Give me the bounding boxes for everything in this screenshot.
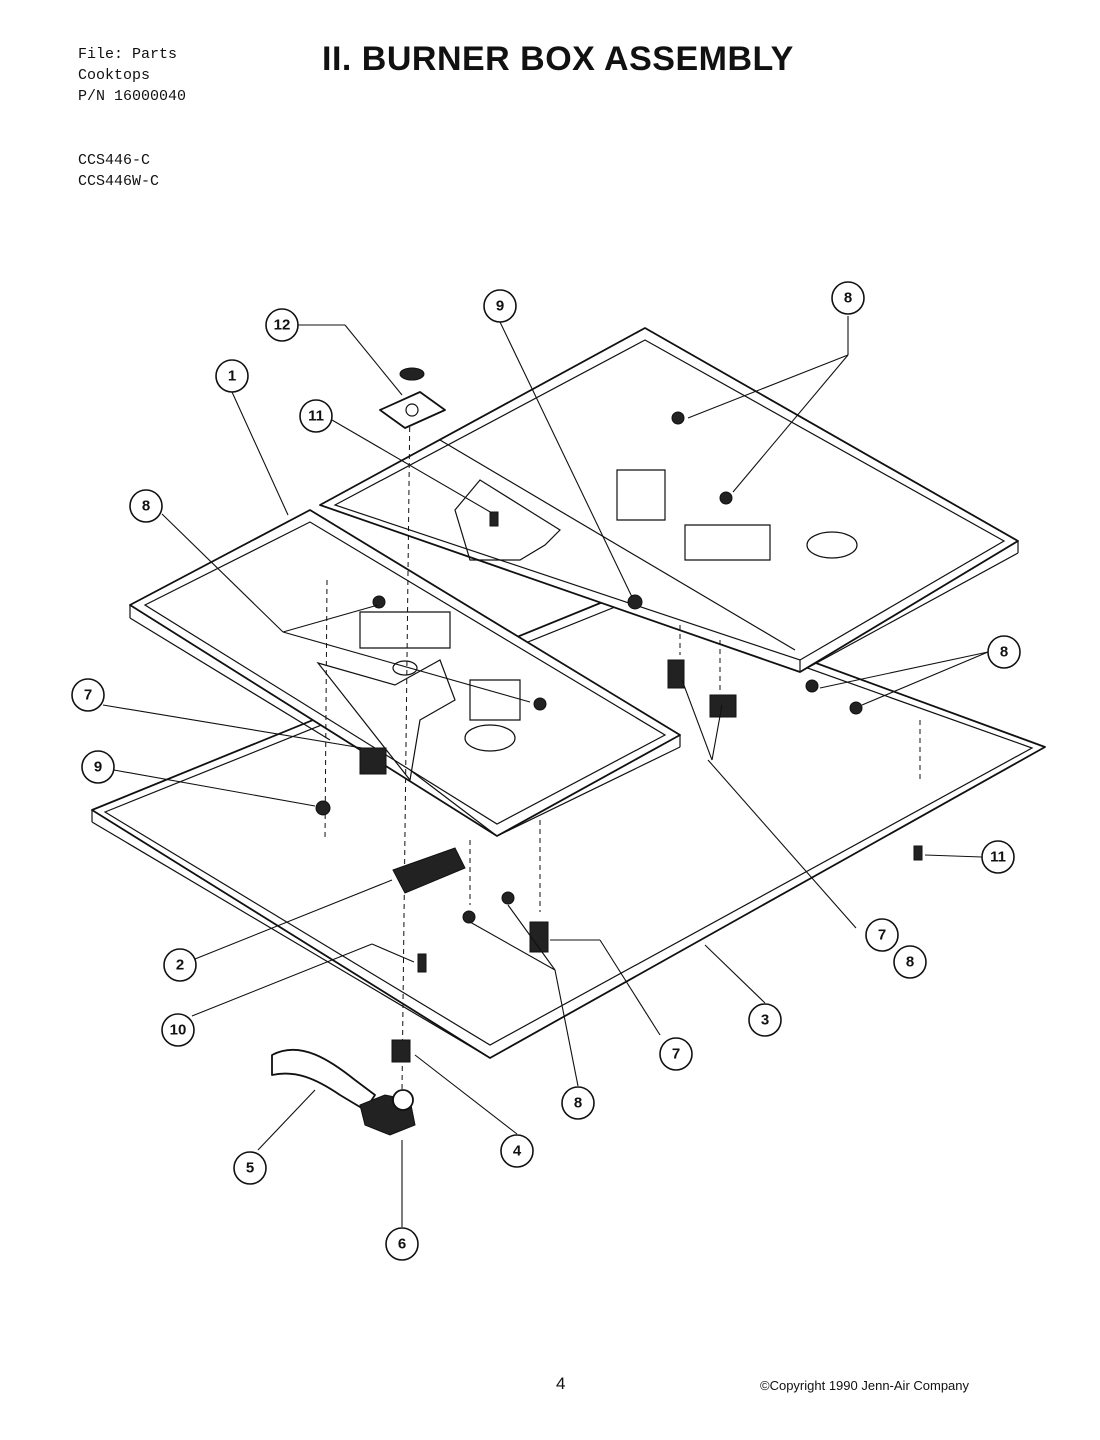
svg-text:8: 8: [844, 290, 852, 307]
model-number: CCS446-C: [78, 152, 151, 169]
svg-text:5: 5: [246, 1160, 254, 1177]
svg-text:8: 8: [574, 1095, 582, 1112]
copyright-notice: ©Copyright 1990 Jenn-Air Company: [760, 1378, 970, 1393]
leader-lines: [102, 316, 989, 1227]
callout-7: 7: [659, 1037, 693, 1071]
svg-text:7: 7: [878, 927, 886, 944]
svg-text:9: 9: [496, 298, 504, 315]
svg-text:7: 7: [84, 687, 92, 704]
svg-text:11: 11: [990, 849, 1006, 866]
nut: [849, 701, 863, 715]
callout-5: 5: [233, 1151, 267, 1185]
file-line: File: Parts: [78, 46, 178, 63]
callout-6: 6: [385, 1227, 419, 1261]
callout-9: 9: [81, 750, 115, 784]
model-number: CCS446W-C: [78, 173, 160, 190]
svg-text:3: 3: [761, 1012, 769, 1029]
screw: [913, 845, 923, 861]
hardware: [271, 367, 923, 1136]
terminal-block: [392, 847, 466, 894]
callout-8: 8: [561, 1086, 595, 1120]
page-title: II. BURNER BOX ASSEMBLY: [322, 40, 794, 78]
nut: [533, 697, 547, 711]
svg-text:7: 7: [672, 1046, 680, 1063]
nut: [805, 679, 819, 693]
callout-8: 8: [831, 281, 865, 315]
callout-1: 1: [215, 359, 249, 393]
fitting: [391, 1039, 411, 1063]
valve: [359, 747, 387, 775]
nut: [501, 891, 515, 905]
callout-3: 3: [748, 1003, 782, 1037]
svg-text:8: 8: [906, 954, 914, 971]
shields-and-cutouts: [316, 469, 858, 782]
svg-text:2: 2: [176, 957, 184, 974]
callout-8: 8: [893, 945, 927, 979]
callout-2: 2: [163, 948, 197, 982]
right-upper-tray: [319, 327, 1019, 673]
model-list: CCS446-C CCS446W-C: [78, 150, 159, 192]
file-line: Cooktops: [78, 67, 151, 84]
svg-text:11: 11: [308, 408, 324, 425]
assembly-lines: [324, 399, 921, 1091]
callout-11: 11: [981, 840, 1015, 874]
callout-9: 9: [483, 289, 517, 323]
callout-7: 7: [71, 678, 105, 712]
page-number: 4: [556, 1374, 566, 1393]
callout-7: 7: [865, 918, 899, 952]
svg-text:10: 10: [170, 1022, 187, 1039]
nut: [462, 910, 476, 924]
nut: [627, 594, 643, 610]
callout-8: 8: [987, 635, 1021, 669]
valve: [529, 921, 549, 953]
mounting-plate: [379, 391, 446, 429]
screw: [489, 511, 499, 527]
nut: [315, 800, 331, 816]
file-line: P/N 16000040: [78, 88, 187, 105]
svg-text:8: 8: [1000, 644, 1008, 661]
callout-10: 10: [161, 1013, 195, 1047]
valve: [709, 694, 737, 718]
screw: [417, 953, 427, 973]
nut: [719, 491, 733, 505]
valve: [667, 659, 685, 689]
callout-4: 4: [500, 1134, 534, 1168]
svg-text:9: 9: [94, 759, 102, 776]
svg-text:6: 6: [398, 1236, 406, 1253]
callout-8: 8: [129, 489, 163, 523]
file-info: File: Parts Cooktops P/N 16000040: [78, 44, 186, 107]
flex-hose: [271, 1049, 376, 1111]
nut: [671, 411, 685, 425]
svg-text:4: 4: [513, 1143, 522, 1160]
svg-text:8: 8: [142, 498, 150, 515]
svg-text:12: 12: [274, 317, 291, 334]
star-nut: [399, 367, 425, 381]
svg-text:1: 1: [228, 368, 236, 385]
callout-12: 12: [265, 308, 299, 342]
callout-11: 11: [299, 399, 333, 433]
